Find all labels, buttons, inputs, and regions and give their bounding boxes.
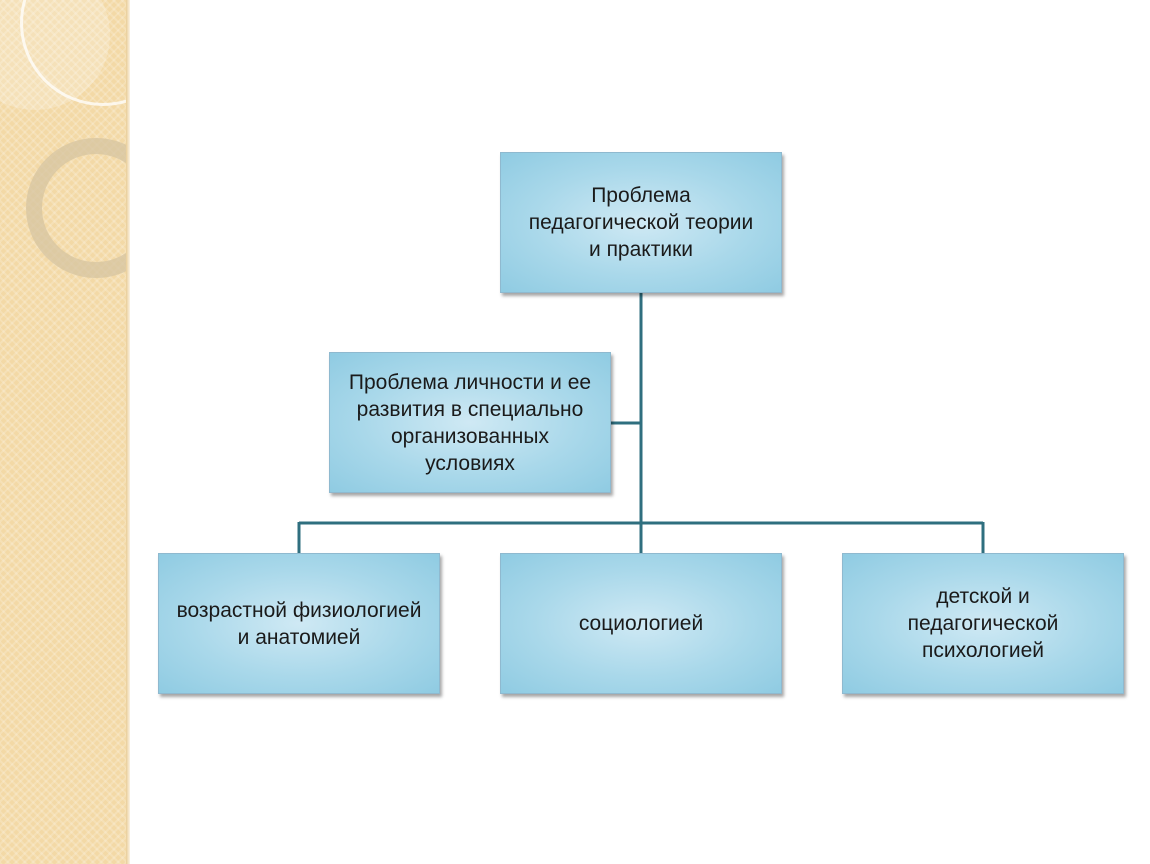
root-node-label: Проблема педагогической теории и практик…: [528, 184, 754, 261]
side-panel-edge: [126, 0, 130, 864]
decorative-side-panel: [0, 0, 126, 864]
child-node-label: возрастной физиологией и анатомией: [176, 598, 422, 649]
root-node: Проблема педагогической теории и практик…: [500, 152, 782, 293]
child-node-label: детской и педагогической психологией: [907, 585, 1059, 662]
child-node-sociology: социологией: [500, 553, 782, 694]
child-node-label: социологией: [578, 612, 704, 635]
child-node-psychology: детской и педагогической психологией: [842, 553, 1124, 694]
middle-node-label: Проблема личности и ее развития в специа…: [348, 370, 592, 475]
child-node-physiology: возрастной физиологией и анатомией: [158, 553, 440, 694]
middle-node: Проблема личности и ее развития в специа…: [329, 352, 611, 493]
